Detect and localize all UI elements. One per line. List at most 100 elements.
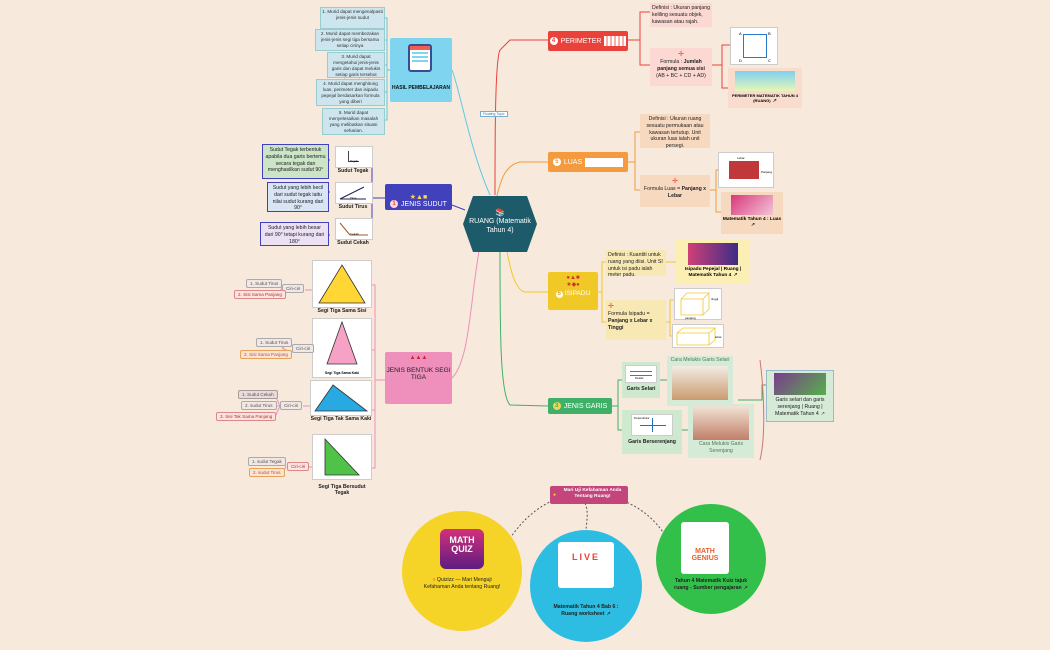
sudut-desc-cekah[interactable]: Sudut yang lebih besar dari 90° tetapi k… — [260, 222, 329, 246]
segitiga-card-bersudut-tegak[interactable]: Segi Tiga Bersudut Tegak — [312, 434, 372, 500]
quiz-icon: ● — [553, 492, 557, 498]
garis-video-selari[interactable]: Cara Melukis Garis Selari — [667, 356, 733, 406]
luas-definition[interactable]: Definisi : Ukuran ruang sesuatu permukaa… — [640, 114, 710, 149]
hasil-item-3[interactable]: 3. Murid dapat mengetahui jenis-jenis ga… — [327, 52, 385, 83]
sudut-label-tegak: Sudut Tegak — [337, 168, 369, 174]
hasil-item-5[interactable]: 5. Murid dapat menyelesaikan masalah yan… — [322, 108, 385, 135]
ciri-label-3: Ciri-ciri — [280, 401, 303, 410]
luas-video[interactable]: Matematik Tahun 4 : Luas↗ — [721, 192, 783, 234]
ciri-label-4: Ciri-ciri — [287, 462, 310, 471]
segitiga-sama-kaki-inner: Segi Tiga Sama Kaki — [324, 371, 360, 375]
formula-icon: ✛ — [678, 51, 684, 58]
segitiga-label-tak-sama-kaki: Segi Tiga Tak Sama Kaki — [310, 416, 372, 422]
segitiga-sama-kaki-image: Segi Tiga Sama Kaki — [312, 318, 372, 378]
isipadu-number: 6 — [555, 291, 563, 298]
segitiga-trait-3-3: 3. Sisi Tak Sama Panjang — [216, 412, 277, 421]
sudut-title: JENIS SUDUT — [401, 200, 447, 208]
segitiga-trait-4-1: 1. sudut Tegak — [248, 457, 286, 466]
segitiga-sama-sisi-image — [312, 260, 372, 308]
garis-selari-thumbnail — [672, 365, 728, 400]
hasil-item-1[interactable]: 1. Murid dapat mengenalpasti jenis-jenis… — [320, 7, 385, 29]
segitiga-trait-3-1: 1. Sudut Cekah — [238, 390, 278, 399]
external-link-icon: ↗ — [750, 222, 756, 228]
segitiga-trait-2-1: 1. Sudut Tirus — [256, 338, 293, 347]
ciri-label-1: Ciri-ciri — [282, 284, 305, 293]
quiz-label-liveworksheets: Matematik Tahun 4 Bab 6 : Ruang workshee… — [553, 604, 619, 617]
isipadu-node[interactable]: ●▲■★◆● 6 ISIPADU — [548, 272, 598, 310]
external-link-icon: ↗ — [606, 610, 611, 617]
center-title: RUANG (Matematik Tahun 4) — [469, 218, 531, 234]
segitiga-bersudut-tegak-image — [312, 434, 372, 480]
segitiga-card-tak-sama-kaki[interactable]: Segi Tiga Tak Sama Kaki — [310, 380, 372, 434]
perimeter-formula[interactable]: ✛ Formula : Jumlah panjang semua sisi(AB… — [650, 48, 712, 86]
sudut-label-tirus: Sudut Tirus — [338, 204, 368, 210]
isipadu-box-image-2: lebar — [672, 324, 724, 348]
isipadu-title: ISIPADU — [564, 290, 591, 297]
sudut-card-cekah[interactable]: Cekah Sudut Cekah — [333, 218, 373, 250]
sudut-tegak-image: Tegak — [335, 146, 373, 168]
segitiga-title: JENIS BENTUK SEGI TIGA — [386, 367, 451, 381]
luas-video-label: Matematik Tahun 4 : Luas — [722, 217, 782, 222]
perimeter-video-label: PERIMETER MATEMATIK TAHUN 4 (RUANG) — [732, 93, 798, 103]
sudut-card-tegak[interactable]: Tegak Sudut Tegak — [333, 146, 373, 178]
quiz-title: Mari Uji Kefahaman Anda Tentang Ruang! — [563, 488, 622, 499]
garis-card-berserenjang[interactable]: Perpendicular Garis Berserenjang — [622, 410, 682, 454]
sudut-label-cekah: Sudut Cekah — [337, 240, 369, 246]
perimeter-definition[interactable]: Definisi : Ukuran panjang keliling sesua… — [650, 3, 712, 27]
quiz-circle-liveworksheets[interactable]: LIVE Matematik Tahun 4 Bab 6 : Ruang wor… — [530, 530, 642, 642]
quiz-node[interactable]: ● Mari Uji Kefahaman Anda Tentang Ruang! — [550, 486, 628, 504]
garis-video-serenjang[interactable]: Cara Melukis Garis Serenjang — [688, 404, 754, 458]
hasil-item-4[interactable]: 4. Murid dapat menghitung luas, perimete… — [316, 79, 385, 106]
garis-serenjang-thumbnail — [693, 406, 749, 440]
shapes-icon: ★▲■ — [409, 194, 428, 201]
perimeter-video-thumbnail — [735, 71, 795, 91]
hasil-node[interactable]: HASIL PEMBELAJARAN — [390, 38, 452, 102]
isipadu-definition[interactable]: Definisi : Kuantiti untuk ruang yang dii… — [606, 250, 666, 278]
luas-title: LUAS — [563, 158, 583, 166]
perimeter-number: 4 — [549, 37, 558, 45]
garis-video-extra[interactable]: Garis selari dan garis serenjang | Ruang… — [766, 370, 834, 422]
segitiga-label-bersudut-tegak: Segi Tiga Bersudut Tegak — [318, 484, 366, 496]
quiz-circle-wordwall[interactable]: MATH GENIUS Tahun 4 Matematik Kuiz tajuk… — [656, 504, 766, 614]
perimeter-title: PERIMETER — [560, 37, 602, 45]
segitiga-node[interactable]: ▲▲▲ JENIS BENTUK SEGI TIGA — [385, 352, 452, 404]
ciri-label-2: Ciri-ciri — [292, 344, 315, 353]
garis-card-selari[interactable]: Parallel Garis Selari — [622, 362, 660, 398]
perimeter-square-image: A B C D — [730, 27, 778, 65]
isipadu-video[interactable]: Isipadu Pepejal | Ruang | Matematik Tahu… — [676, 240, 750, 284]
isipadu-formula[interactable]: ✛ Formula Isipadu = Panjang x Lebar x Ti… — [606, 300, 666, 340]
sudut-card-tirus[interactable]: Tirus Sudut Tirus — [333, 182, 373, 214]
triangles-icon: ▲▲▲ — [409, 355, 428, 361]
formula-icon: ✛ — [608, 303, 614, 310]
perimeter-node[interactable]: 4 PERIMETER — [548, 31, 628, 51]
quiz-circle-quizizz[interactable]: MATH QUIZ ○ Quizizz — Mari Menguji Kefah… — [402, 511, 522, 631]
floating-topic-label: Floating Topic — [480, 111, 508, 117]
perimeter-video[interactable]: PERIMETER MATEMATIK TAHUN 4 (RUANG)↗ — [728, 68, 802, 108]
quiz-label-quizizz: Quizizz — Mari Menguji Kefahaman Anda te… — [423, 577, 501, 590]
garis-extra-thumbnail — [774, 373, 826, 395]
external-link-icon: ↗ — [733, 272, 738, 278]
math-genius-logo: MATH GENIUS — [681, 522, 729, 574]
luas-node[interactable]: 5 LUAS — [548, 152, 628, 172]
quizizz-logo: MATH QUIZ — [440, 529, 484, 569]
liveworksheets-logo: LIVE — [558, 542, 614, 588]
hasil-item-2[interactable]: 2. Murid dapat membezakan jenis-jenis se… — [315, 29, 385, 51]
garis-node[interactable]: 3 JENIS GARIS — [548, 398, 612, 414]
external-link-icon: ↗ — [743, 584, 748, 591]
segitiga-card-sama-kaki[interactable]: Segi Tiga Sama Kaki — [312, 318, 372, 378]
sudut-number: 1 — [390, 200, 399, 208]
sudut-tirus-image: Tirus — [335, 182, 373, 204]
garis-selari-image: Parallel — [625, 365, 657, 383]
isipadu-box-image-1: tinggi panjang — [674, 288, 722, 320]
sudut-desc-tegak[interactable]: Sudut Tegak terbentuk apabila dua garis … — [262, 144, 329, 179]
segitiga-card-sama-sisi[interactable]: Segi Tiga Sama Sisi — [312, 260, 372, 318]
isipadu-video-label: Isipadu Pepejal | Ruang | Matematik Tahu… — [684, 267, 742, 278]
center-node[interactable]: 📚 RUANG (Matematik Tahun 4) — [463, 196, 537, 252]
garis-link-selari: Cara Melukis Garis Selari — [670, 357, 730, 363]
luas-formula[interactable]: ✛ Formula Luas = Panjang x Lebar — [640, 175, 710, 207]
hasil-title: HASIL PEMBELAJARAN — [392, 85, 450, 91]
shapes-3d-icon: ●▲■★◆● — [566, 275, 580, 288]
sudut-desc-tirus[interactable]: Sudut yang lebih kecil dari sudut tegak … — [267, 182, 329, 212]
garis-label-berserenjang: Garis Berserenjang — [628, 439, 676, 445]
